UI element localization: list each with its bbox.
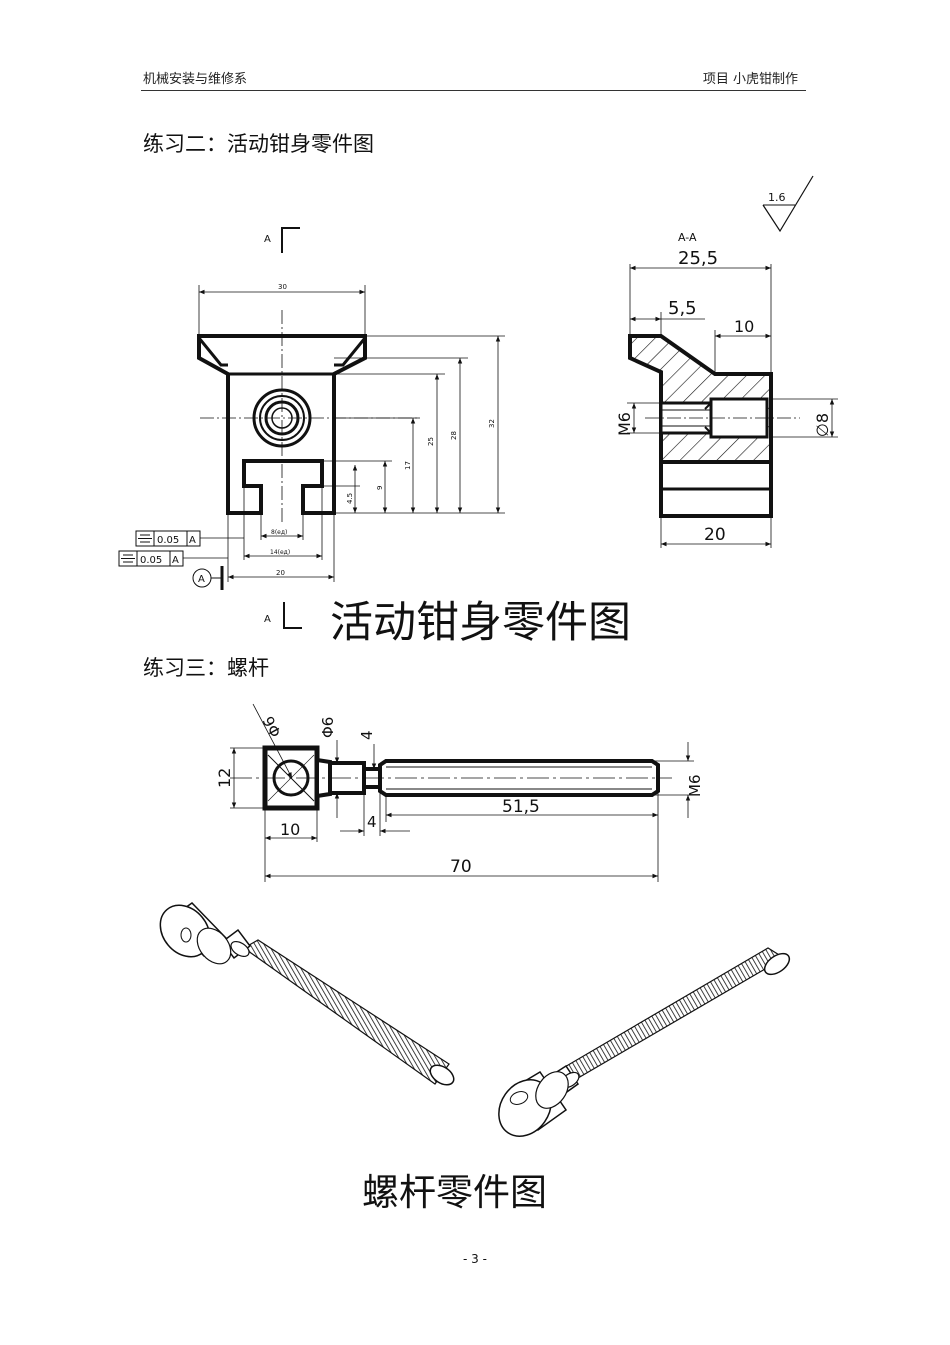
section-view-label: A-A [678,231,697,244]
datum-letter: A [198,574,205,585]
dim-sec-5-5: 5,5 [668,298,697,319]
dim-four-bottom: 4 [367,813,377,831]
tolerance-frame-2: 0.05 A [118,550,228,567]
tolerance-1-datum: A [189,535,196,546]
page-number: - 3 - [463,1252,487,1266]
header-project: 项目 小虎钳制作 [702,72,798,87]
exercise3-title: 练习三：螺杆 [143,656,269,680]
dim-h32: 32 [488,419,496,428]
exercise3-caption: 螺杆零件图 [362,1171,547,1214]
section-mark-top: A [264,234,271,245]
header-rule [141,90,806,91]
header-course: 机械安装与维修系 [143,72,248,87]
roughness-value: 1.6 [768,191,786,204]
dim-h17: 17 [404,461,412,470]
dim-top-30: 30 [278,283,287,291]
screw-iso-right [498,947,791,1137]
dim-d6: Φ6 [319,717,337,738]
exercise2-caption: 活动钳身零件图 [330,598,631,648]
dim-h4-5: 4.5 [346,493,354,504]
jaw-front-view: A A 30 32 28 [118,227,505,629]
dim-hole-slant: 9Φ [258,713,284,740]
dim-sec-25-5: 25,5 [678,248,718,269]
dim-h25: 25 [427,437,435,446]
tolerance-frame-1: 0.05 A [135,530,244,547]
tolerance-1-value: 0.05 [157,535,179,546]
screw-drawing: 12 9Φ Φ6 4 M6 51,5 4 10 7 [215,703,704,882]
dim-m6: M6 [686,775,704,798]
dim-h9: 9 [376,486,384,490]
dim-total-70: 70 [450,857,472,877]
dim-sec-m6: M6 [615,412,634,436]
section-mark-bottom: A [264,614,271,625]
dim-slot-14: 14(ед) [270,549,290,556]
dim-sec-20: 20 [704,525,726,545]
dim-ten: 10 [280,820,300,839]
dim-h28: 28 [450,431,458,440]
jaw-section-view: 1.6 A-A 25,5 5,5 10 M6 [615,175,838,548]
dim-four-top: 4 [358,730,376,740]
screw-iso-left [159,902,455,1086]
dim-len-51-5: 51,5 [502,797,540,817]
dim-sec-10: 10 [734,317,754,336]
tolerance-2-datum: A [172,555,179,566]
exercise2-title: 练习二：活动钳身零件图 [143,132,374,156]
dim-slot-8: 8(ед) [271,529,287,536]
tolerance-2-value: 0.05 [140,555,162,566]
dim-sec-d8: ∅8 [813,413,832,437]
dim-bottom-20: 20 [276,569,285,577]
dim-h12: 12 [215,768,234,788]
